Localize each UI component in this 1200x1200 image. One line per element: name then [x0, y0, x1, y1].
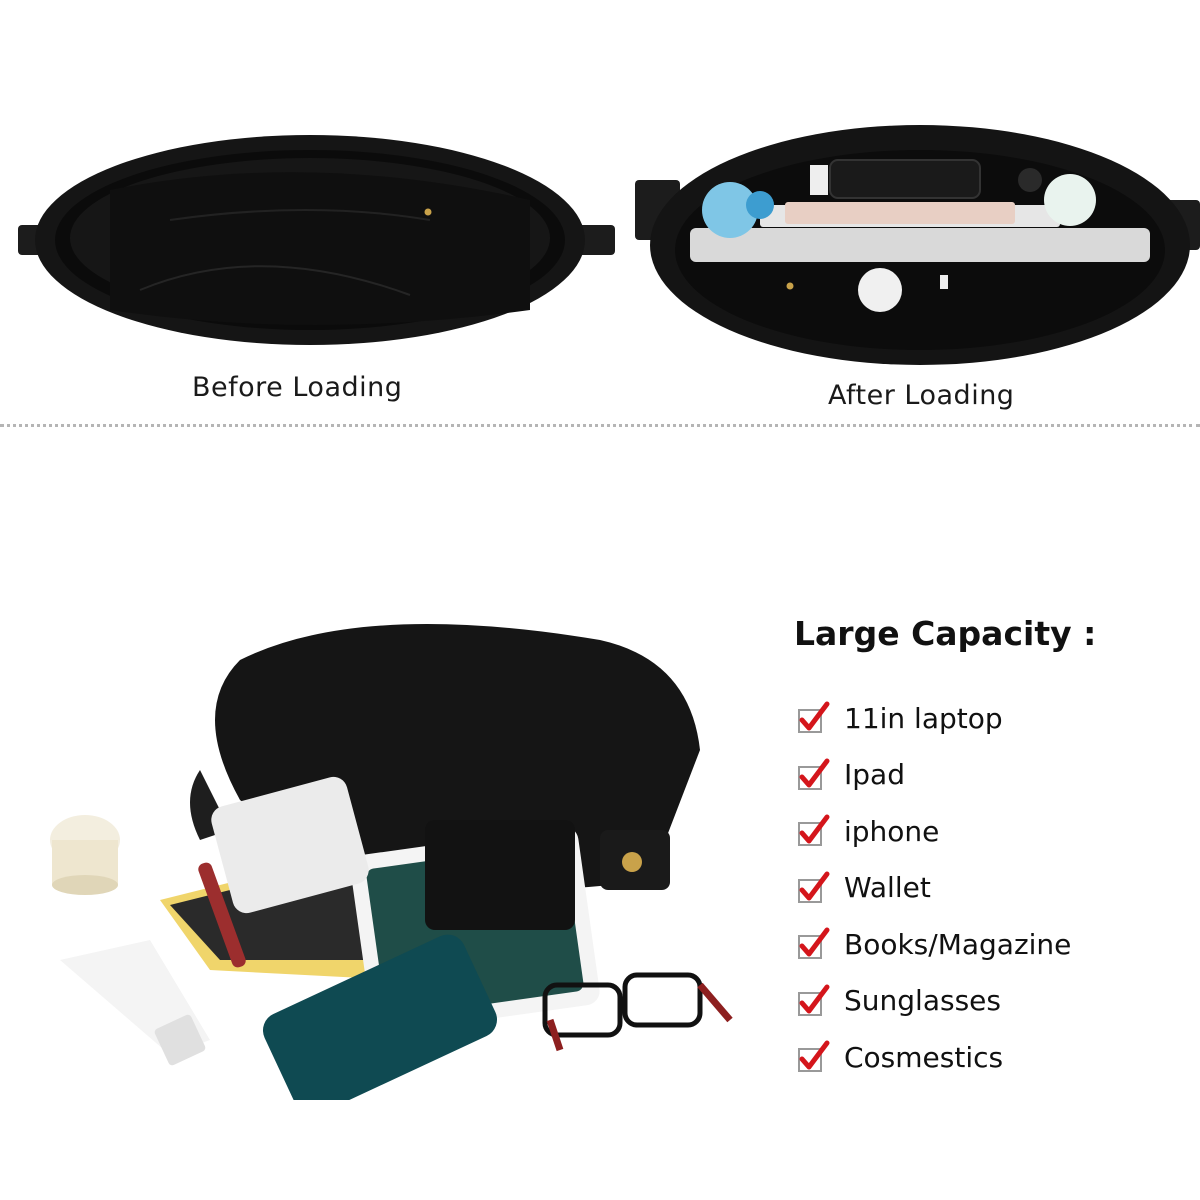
capacity-item: Ipad: [796, 747, 1071, 804]
capacity-item-label: iphone: [844, 814, 940, 848]
capacity-item-label: Books/Magazine: [844, 927, 1072, 961]
capacity-item-label: Sunglasses: [844, 984, 1001, 1018]
before-loading-caption: Before Loading: [192, 372, 403, 403]
bag-interior-empty-photo: [18, 135, 615, 345]
capacity-item-label: 11in laptop: [844, 701, 1003, 735]
capacity-item: 11in laptop: [796, 690, 1071, 747]
bag-interior-loaded-photo: [635, 125, 1200, 365]
capacity-item-label: Ipad: [844, 758, 905, 792]
checkbox-checked-icon: [798, 984, 830, 1016]
capacity-item-label: Wallet: [844, 871, 931, 905]
checkbox-checked-icon: [798, 1040, 830, 1073]
after-loading-caption: After Loading: [828, 380, 1015, 411]
checkbox-checked-icon: [798, 927, 830, 960]
capacity-item: Wallet: [796, 860, 1071, 917]
capacity-list: 11in laptop Ipad iphone Wallet Books/Mag…: [796, 690, 1071, 1086]
capacity-item: Books/Magazine: [796, 916, 1071, 973]
capacity-title: Large Capacity :: [794, 614, 1097, 653]
capacity-item: Cosmestics: [796, 1029, 1071, 1086]
dotted-divider: [0, 424, 1200, 427]
capacity-item: Sunglasses: [796, 973, 1071, 1030]
checkbox-checked-icon: [798, 871, 830, 903]
checkbox-checked-icon: [798, 814, 830, 847]
checkbox-checked-icon: [798, 758, 830, 790]
capacity-item-label: Cosmestics: [844, 1040, 1004, 1074]
capacity-item: iphone: [796, 803, 1071, 860]
checkbox-checked-icon: [798, 701, 830, 734]
bag-with-contents-photo: [50, 624, 733, 1100]
